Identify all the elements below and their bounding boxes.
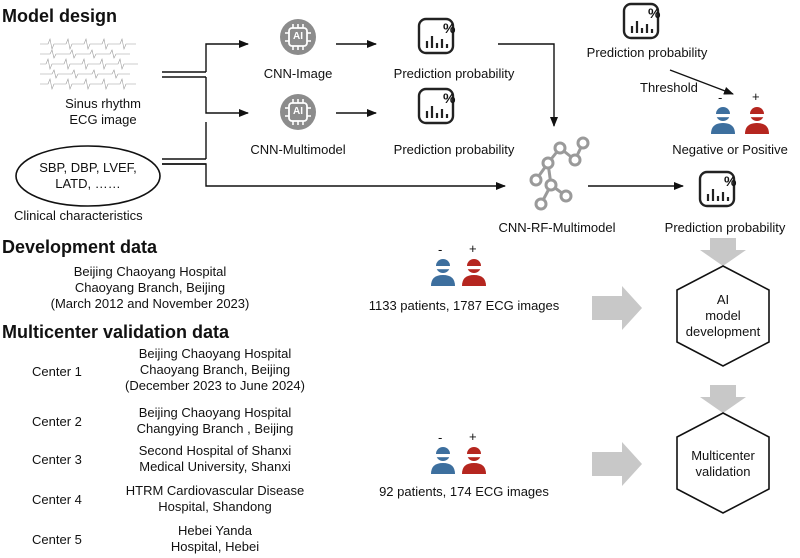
- cnn-multimodel-label: CNN-Multimodel: [250, 142, 346, 157]
- clinical-label: Clinical characteristics: [14, 208, 143, 223]
- ai-chip-letters-1: AI: [293, 31, 303, 42]
- random-forest-tree-icon: [529, 136, 590, 211]
- ecg-image: [40, 37, 138, 91]
- ai-chip-letters-2: AI: [293, 106, 303, 117]
- center-2-details: Beijing Chaoyang Hospital Changying Bran…: [136, 405, 294, 436]
- center-3-details: Second Hospital of Shanxi Medical Univer…: [138, 443, 292, 474]
- positive-person-icon-dev: [462, 259, 486, 286]
- plus-sign-top: +: [752, 89, 760, 104]
- percent-icon-glyph-top: %: [648, 5, 661, 21]
- ecg-label: Sinus rhythm ECG image: [65, 96, 141, 127]
- minus-sign-val: -: [438, 430, 443, 445]
- block-arrows: [592, 238, 746, 486]
- percent-icon-glyph-3: %: [724, 173, 737, 189]
- development-heading: Development data: [2, 237, 158, 257]
- center-4-name: Center 4: [32, 492, 82, 507]
- connector-lines: [162, 40, 734, 190]
- negative-person-icon-val: [431, 447, 455, 474]
- positive-person-icon-top: [745, 107, 769, 134]
- percent-icon-glyph-2: %: [443, 90, 456, 106]
- model-design-heading: Model design: [2, 6, 118, 26]
- plus-sign-val: +: [469, 429, 477, 444]
- ai-model-development-text: AI model development: [685, 292, 761, 339]
- positive-person-icon-val: [462, 447, 486, 474]
- center-5-name: Center 5: [32, 532, 82, 547]
- clinical-oval: [15, 145, 161, 207]
- clinical-oval-text: SBP, DBP, LVEF, LATD, ……: [39, 160, 137, 191]
- validation-heading: Multicenter validation data: [2, 322, 230, 342]
- center-2-name: Center 2: [32, 414, 82, 429]
- validation-patients: 92 patients, 174 ECG images: [379, 484, 549, 499]
- development-hospital: Beijing Chaoyang Hospital Chaoyang Branc…: [50, 264, 250, 311]
- center-4-details: HTRM Cardiovascular Disease Hospital, Sh…: [125, 483, 305, 514]
- center-1-name: Center 1: [32, 364, 82, 379]
- multicenter-validation-hexagon: [676, 412, 770, 514]
- center-3-name: Center 3: [32, 452, 82, 467]
- minus-sign-dev: -: [438, 242, 443, 257]
- prediction-label-top: Prediction probability: [586, 45, 708, 60]
- center-5-details: Hebei Yanda Hospital, Hebei: [170, 523, 260, 554]
- minus-sign-top: -: [718, 90, 723, 105]
- development-patients: 1133 patients, 1787 ECG images: [368, 298, 560, 313]
- negative-person-icon-dev: [431, 259, 455, 286]
- plus-sign-dev: +: [469, 241, 477, 256]
- multicenter-validation-text: Multicenter validation: [691, 448, 755, 479]
- prediction-label-3: Prediction probability: [664, 220, 786, 235]
- negative-or-positive-label: Negative or Positive: [672, 142, 788, 157]
- cnn-rf-multimodel-label: CNN-RF-Multimodel: [498, 220, 616, 235]
- negative-person-icon-top: [711, 107, 735, 134]
- prediction-label-1: Prediction probability: [393, 66, 515, 81]
- threshold-label: Threshold: [640, 80, 698, 95]
- prediction-label-2: Prediction probability: [393, 142, 515, 157]
- cnn-image-label: CNN-Image: [263, 66, 333, 81]
- center-1-details: Beijing Chaoyang Hospital Chaoyang Branc…: [125, 346, 305, 393]
- ai-model-development-hexagon: [676, 265, 770, 367]
- percent-icon-glyph-1: %: [443, 20, 456, 36]
